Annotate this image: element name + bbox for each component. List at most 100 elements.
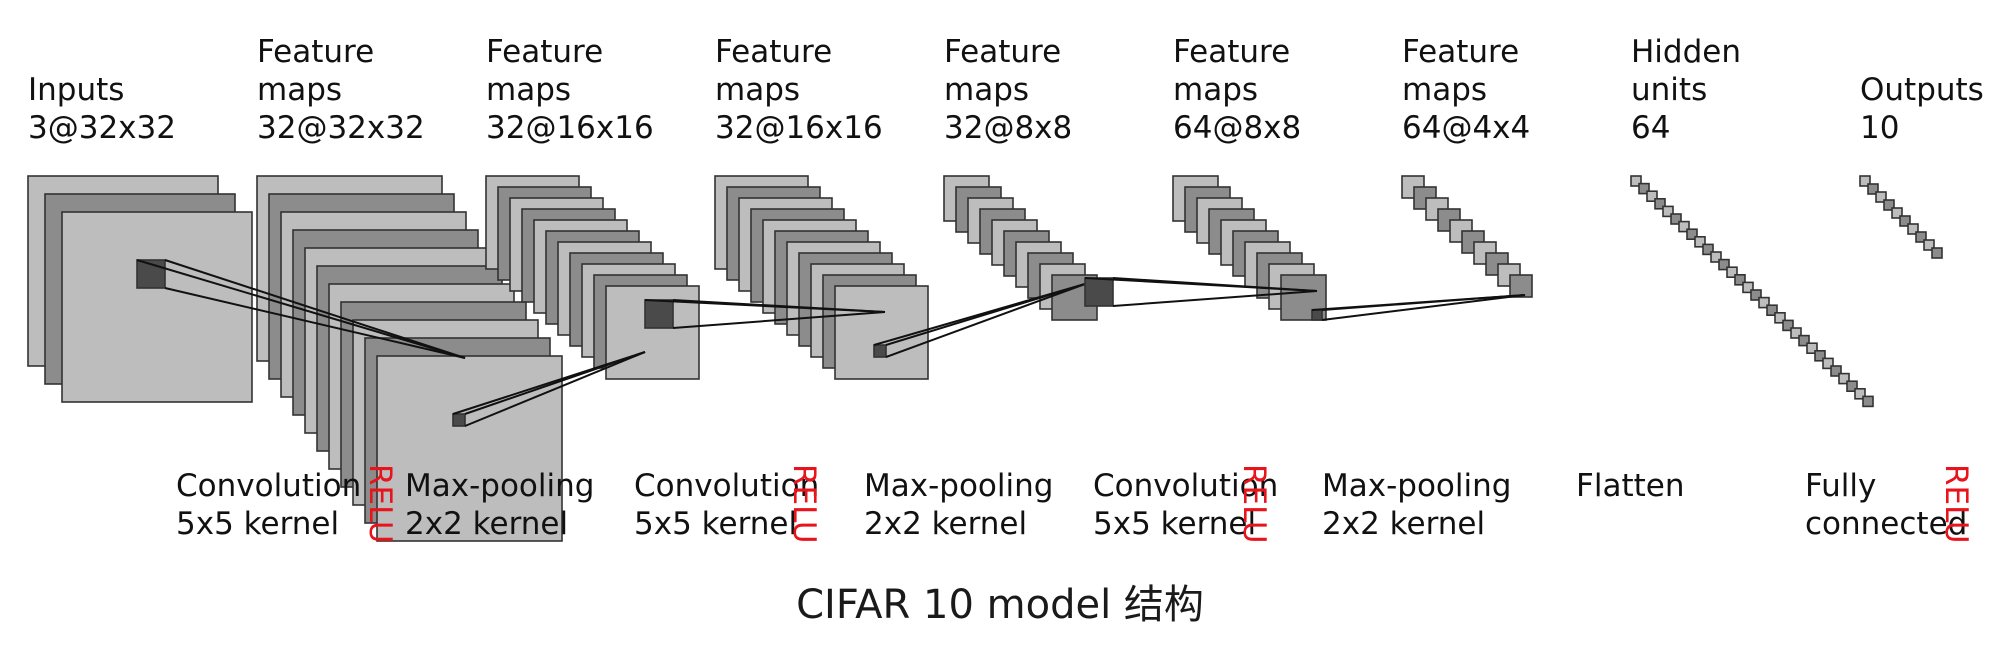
feature-map — [1838, 372, 1850, 385]
operation-labels: Convolution 5x5 kernel Max-pooling 2x2 k… — [176, 468, 1967, 542]
stack-outputs — [1859, 175, 1943, 259]
feature-map — [1923, 239, 1935, 251]
operation-label-line: 2x2 kernel — [405, 506, 568, 542]
stack-fmaps-6 — [1401, 175, 1533, 298]
connection-line — [1321, 294, 1526, 321]
layer-label-line: 32@16x16 — [715, 110, 883, 146]
stack-inputs — [27, 175, 253, 403]
connection-line — [672, 299, 886, 313]
feature-map — [1686, 228, 1698, 240]
operation-label-line: Max-pooling — [864, 468, 1053, 504]
kernel-patch — [452, 413, 466, 427]
kernel-patch — [1084, 277, 1114, 307]
layer-label-line: 64@4x4 — [1402, 110, 1530, 146]
layer-label-line: maps — [1402, 72, 1487, 108]
layer-label-fmaps-6: Feature maps 64@4x4 — [1402, 34, 1530, 146]
feature-map — [1702, 243, 1714, 256]
layer-label-line: Inputs — [28, 72, 124, 108]
operation-label-line: Flatten — [1576, 468, 1684, 504]
operation-label-line: Max-pooling — [1322, 468, 1511, 504]
kernel-patch — [644, 299, 674, 329]
layer-label-line: 64@8x8 — [1173, 110, 1301, 146]
kernel-patch — [1311, 309, 1323, 321]
layer-label-inputs: Inputs 3@32x32 — [28, 72, 176, 146]
operation-label-line: 5x5 kernel — [1093, 506, 1256, 542]
feature-map — [1726, 266, 1738, 279]
feature-map — [1830, 365, 1842, 377]
operation-label-line: 2x2 kernel — [864, 506, 1027, 542]
diagram-caption: CIFAR 10 model 结构 — [796, 582, 1204, 628]
feature-map — [1875, 191, 1887, 203]
layer-label-line: 32@32x32 — [257, 110, 425, 146]
stack-fmaps-2 — [485, 175, 700, 380]
layer-label-line: Outputs — [1860, 72, 1984, 108]
layer-label-line: Feature — [257, 34, 374, 70]
feature-map — [1915, 231, 1927, 243]
layer-label-line: maps — [715, 72, 800, 108]
feature-map — [1766, 304, 1778, 317]
connection-line — [672, 311, 886, 329]
feature-map — [376, 355, 563, 542]
kernel-patch — [873, 344, 887, 358]
stack-hidden — [1630, 175, 1874, 408]
operation-label-line: 5x5 kernel — [634, 506, 797, 542]
operation-label-line: Convolution — [176, 468, 361, 504]
feature-map — [1638, 182, 1650, 195]
feature-map — [1782, 319, 1794, 332]
connection-line — [164, 259, 466, 359]
layer-label-fmaps-3: Feature maps 32@16x16 — [715, 34, 883, 146]
feature-map — [1867, 183, 1879, 195]
feature-map — [1907, 223, 1919, 235]
feature-map — [1806, 342, 1818, 355]
layer-label-line: Feature — [944, 34, 1061, 70]
layer-labels: Inputs 3@32x32 Feature maps 32@32x32 Fea… — [28, 34, 1984, 146]
connection-line — [164, 287, 466, 359]
layer-label-hidden: Hidden units 64 — [1631, 34, 1741, 146]
kernel-connections — [136, 259, 1526, 427]
operation-label-line: 2x2 kernel — [1322, 506, 1485, 542]
layer-label-line: 3@32x32 — [28, 110, 176, 146]
feature-map — [1790, 327, 1802, 339]
feature-map — [1846, 380, 1858, 393]
stack-fmaps-1 — [256, 175, 563, 542]
relu-label: RELU — [362, 464, 398, 544]
connection-line — [885, 283, 1086, 358]
feature-map — [1670, 213, 1682, 225]
layer-label-line: 32@16x16 — [486, 110, 654, 146]
connection-line — [885, 283, 1086, 346]
layer-label-fmaps-2: Feature maps 32@16x16 — [486, 34, 654, 146]
feature-map — [1859, 175, 1871, 187]
operation-label-line: connected — [1805, 506, 1967, 542]
connection-line — [1112, 277, 1318, 292]
connection-line — [464, 351, 646, 427]
layer-label-fmaps-5: Feature maps 64@8x8 — [1173, 34, 1301, 146]
feature-map — [1862, 395, 1874, 408]
connection-line — [136, 259, 466, 359]
feature-map — [1822, 357, 1834, 370]
layer-label-fmaps-4: Feature maps 32@8x8 — [944, 34, 1072, 146]
feature-map — [1742, 281, 1754, 294]
feature-map — [1774, 311, 1786, 324]
feature-map — [834, 285, 929, 380]
feature-map — [1646, 190, 1658, 202]
feature-map — [1814, 349, 1826, 362]
feature-map — [1710, 251, 1722, 263]
feature-map — [1630, 175, 1642, 187]
operation-label-line: Fully — [1805, 468, 1876, 504]
relu-label: RELU — [1938, 464, 1974, 544]
layer-label-line: 32@8x8 — [944, 110, 1072, 146]
kernel-patch — [136, 259, 166, 289]
feature-map — [1509, 274, 1533, 298]
feature-map — [1883, 199, 1895, 211]
layer-label-fmaps-1: Feature maps 32@32x32 — [257, 34, 425, 146]
layer-label-line: Feature — [1402, 34, 1519, 70]
relu-label: RELU — [786, 464, 822, 544]
connection-line — [464, 351, 646, 415]
feature-map — [1662, 205, 1674, 218]
layer-label-line: maps — [944, 72, 1029, 108]
relu-label: RELU — [1236, 464, 1272, 544]
layer-label-line: units — [1631, 72, 1707, 108]
layer-label-line: Feature — [1173, 34, 1290, 70]
connection-line — [1321, 294, 1526, 311]
